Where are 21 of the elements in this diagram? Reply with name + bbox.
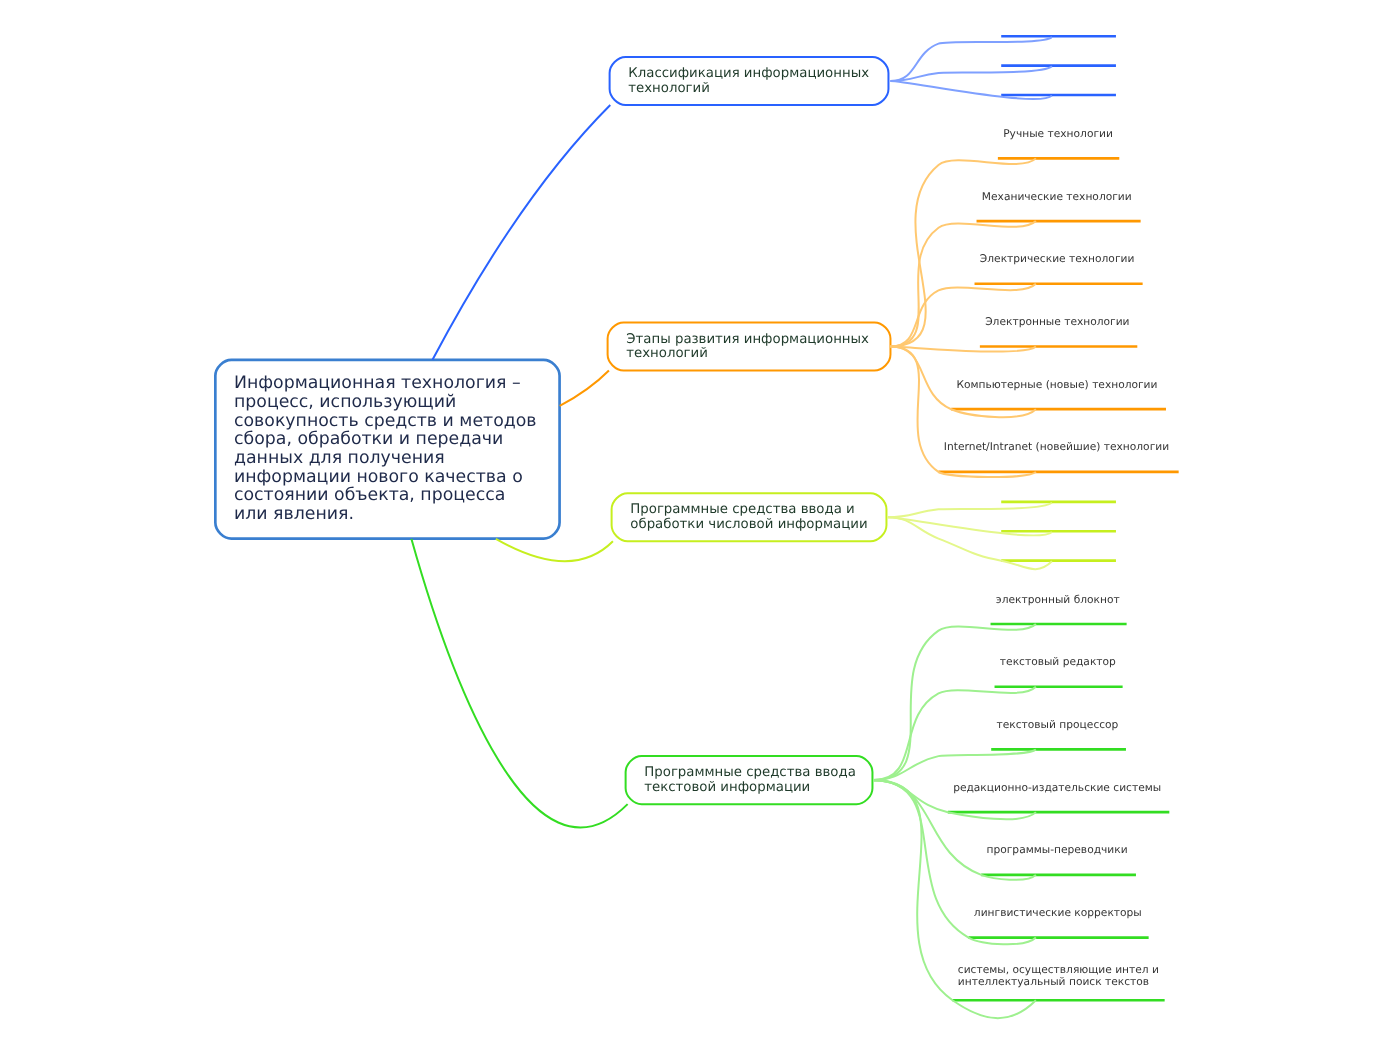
connector: [557, 369, 609, 407]
connector: [888, 157, 1036, 348]
connector: [493, 537, 613, 562]
connector: [430, 104, 611, 361]
node-box: Информационная технология – процесс, использующий совокупность средств и методов сбора, обработки и передачи данных для получения информации нового качества о состоянии объекта, процесса или явления.: [213, 358, 560, 540]
connector: [888, 345, 1036, 419]
node-line: [1000, 64, 1115, 67]
connector: [888, 220, 1036, 348]
connector: [888, 80, 1052, 100]
node-line: [1000, 529, 1115, 533]
connector: [871, 779, 1036, 1020]
connector: [888, 345, 1036, 479]
connector: [885, 516, 1052, 537]
node-line: [1000, 93, 1115, 97]
node-line: [1000, 500, 1115, 504]
node-line: [1000, 559, 1115, 562]
connector: [409, 537, 628, 829]
connector: [888, 282, 1036, 348]
connector: [885, 516, 1052, 571]
node-line: [1000, 34, 1115, 38]
connector: [888, 345, 1036, 353]
